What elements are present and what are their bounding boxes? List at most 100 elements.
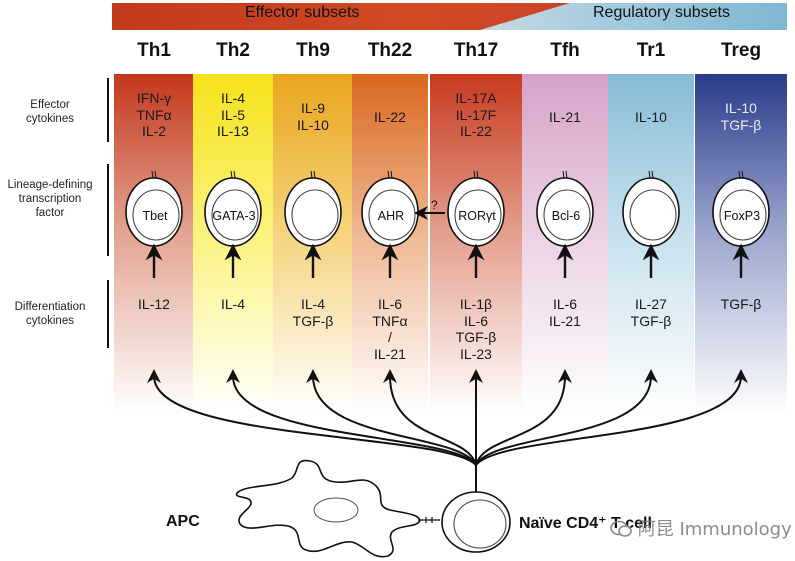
- cell-nucleus-icon: [291, 189, 339, 241]
- cytokine: IL-4: [220, 90, 246, 106]
- row-label-line: transcription: [18, 193, 82, 205]
- tf-label-treg: FoxP3: [724, 209, 760, 223]
- cytokine: IL-21: [549, 109, 581, 125]
- differentiation-path: [475, 369, 748, 466]
- cytokine: TGF-β: [720, 116, 762, 133]
- subset-header-th9: Th9: [296, 40, 330, 61]
- receptor-icon: [151, 170, 157, 179]
- watermark-text: 阿昆 Immunology: [637, 519, 792, 540]
- cytokine: IL-6: [463, 312, 489, 329]
- tf-label-th2: GATA-3: [212, 209, 255, 223]
- effector-cytokines-tr1: IL-10: [609, 109, 693, 126]
- naive-nucleus-icon: [453, 499, 507, 549]
- synapse-icon: [418, 517, 440, 523]
- cytokine: IL-17F: [455, 106, 497, 123]
- cytokine: IL-27: [635, 296, 667, 312]
- row-label-line: Effector: [30, 99, 70, 111]
- cytokine: IL-21: [374, 345, 406, 362]
- differentiation-cytokines-th1: IL-12: [112, 296, 196, 313]
- cytokine: IL-22: [460, 123, 492, 139]
- cytokine: IL-21: [549, 312, 581, 329]
- cytokine: IL-6: [552, 296, 578, 312]
- differentiation-path: [306, 369, 477, 466]
- cytokine: TGF-β: [292, 312, 334, 329]
- cytokine: TNFα: [136, 106, 172, 123]
- regulatory-subsets-label: Regulatory subsets: [593, 4, 730, 21]
- wechat-icon: [610, 520, 632, 538]
- apc-label: APC: [166, 513, 200, 530]
- receptor-icon: [230, 170, 236, 179]
- row-label-differentiation: Differentiation cytokines: [0, 300, 100, 328]
- cell-nucleus-icon: [454, 189, 502, 241]
- cytokine: IL-10: [725, 100, 757, 116]
- differentiation-path: [226, 369, 477, 466]
- receptor-icon: [310, 170, 316, 179]
- cell-nucleus-icon: [211, 189, 259, 241]
- cytokine: IL-12: [138, 296, 170, 312]
- naive-cd4-t-cell-label: Naïve CD4⁺ T cell: [519, 515, 652, 532]
- cytokine: IL-9: [300, 100, 326, 116]
- tf-label-th1: Tbet: [142, 209, 168, 223]
- cytokine: TGF-β: [720, 296, 762, 312]
- differentiation-path: [475, 369, 572, 466]
- cytokine: IL-17A: [455, 90, 497, 106]
- differentiation-cytokines-treg: TGF-β: [699, 296, 783, 313]
- regulatory-banner-wedge: [480, 3, 787, 30]
- cell-nucleus-icon: [543, 189, 591, 241]
- differentiation-path: [475, 369, 658, 466]
- ahr-question-mark: ?: [431, 198, 438, 212]
- cytokine: IL-4: [300, 296, 326, 312]
- effector-subsets-label: Effector subsets: [245, 4, 360, 21]
- cell-nucleus-icon: [132, 189, 180, 241]
- cytokine: IL-6: [377, 296, 403, 312]
- subset-header-treg: Treg: [720, 40, 762, 61]
- cytokine: IL-1β: [459, 296, 493, 312]
- effector-cytokines-th22: IL-22: [348, 109, 432, 126]
- cytokine: IL-10: [297, 116, 329, 133]
- cytokine: IL-22: [374, 109, 406, 125]
- cytokine: IL-5: [220, 106, 246, 123]
- cytokine: IL-4: [220, 296, 246, 312]
- apc-nucleus-icon: [313, 497, 359, 523]
- watermark: 阿昆 Immunology: [610, 515, 792, 541]
- cytokine: IL-23: [460, 345, 492, 362]
- cell-nucleus-icon: [719, 189, 767, 241]
- cytokine: IFN-γ: [136, 90, 172, 106]
- row-bracket-differentiation: [107, 280, 109, 348]
- row-label-line: Lineage-defining: [7, 179, 93, 191]
- row-label-effector-cytokines: Effector cytokines: [0, 98, 100, 126]
- row-label-line: cytokines: [26, 315, 74, 327]
- receptor-icon: [473, 170, 479, 179]
- row-label-line: Differentiation: [14, 301, 86, 313]
- row-label-line: cytokines: [26, 113, 74, 125]
- subset-header-th17: Th17: [453, 40, 499, 61]
- cytokine: /: [388, 329, 392, 345]
- tf-label-th17: RORγt: [458, 209, 496, 223]
- apc-cell-icon: [235, 459, 421, 558]
- differentiation-path: [383, 369, 477, 466]
- receptor-icon: [562, 170, 568, 179]
- cytokine: TNFα: [372, 312, 408, 329]
- differentiation-path: [147, 369, 477, 466]
- cytokine: IL-2: [141, 123, 167, 139]
- receptor-icon: [387, 170, 393, 179]
- cytokine: IL-10: [635, 109, 667, 125]
- row-bracket-lineage: [107, 164, 109, 256]
- cytokine: IL-13: [217, 123, 249, 139]
- row-bracket-effector: [107, 78, 109, 142]
- tf-label-th22: AHR: [378, 209, 404, 223]
- receptor-icon: [738, 170, 744, 179]
- row-label-lineage-tf: Lineage-defining transcription factor: [0, 178, 100, 220]
- subset-header-th2: Th2: [216, 40, 250, 61]
- cytokine: TGF-β: [455, 329, 497, 345]
